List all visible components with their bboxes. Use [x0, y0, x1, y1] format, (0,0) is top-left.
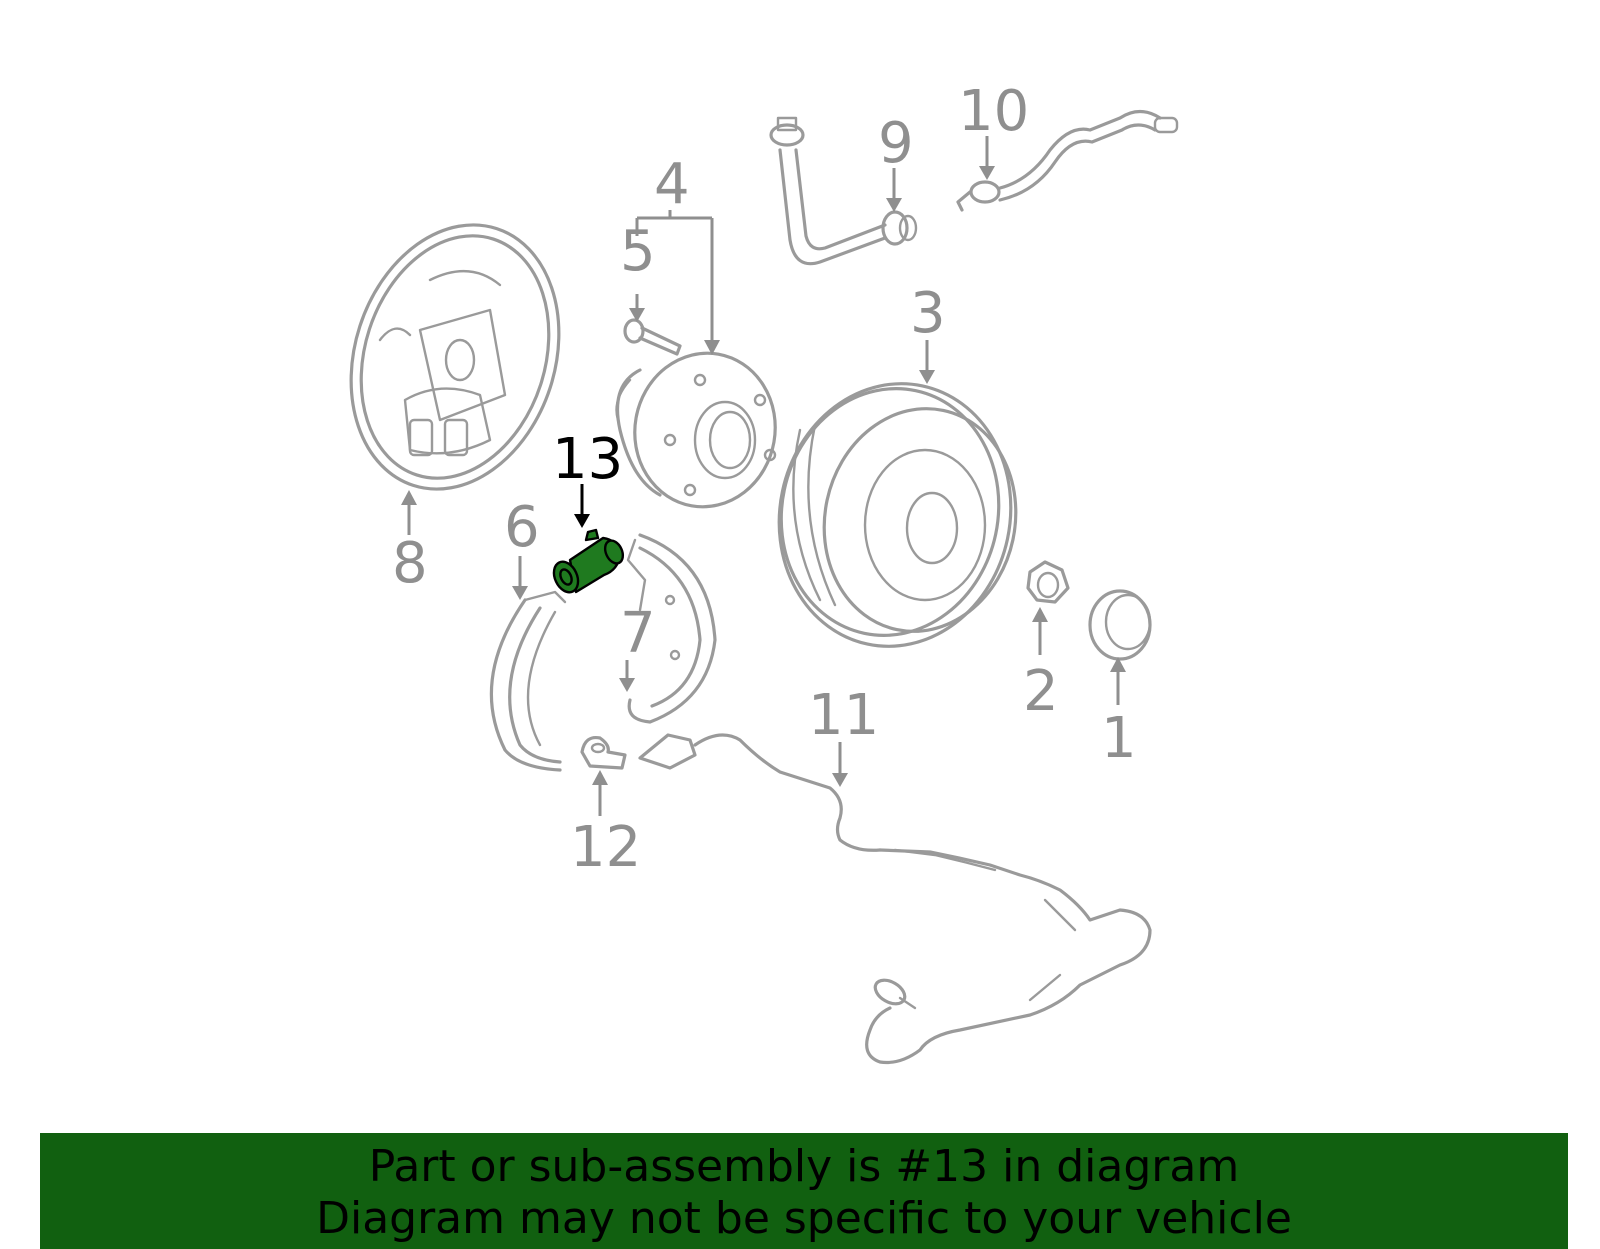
brake-shoe-part-7[interactable] — [626, 533, 717, 724]
callout-9: 9 — [878, 111, 914, 176]
callout-12: 12 — [570, 815, 641, 880]
banner-line-part-info: Part or sub-assembly is #13 in diagram — [368, 1141, 1240, 1192]
backing-plate-part-8[interactable] — [318, 198, 592, 517]
brake-hose-part-9[interactable] — [769, 116, 918, 266]
brake-line-part-10[interactable] — [956, 109, 1179, 212]
callout-10: 10 — [958, 79, 1029, 144]
abs-sensor-part-11[interactable] — [638, 733, 1152, 1065]
callout-4: 4 — [654, 152, 690, 217]
clip-part-12[interactable] — [580, 735, 627, 770]
callout-8: 8 — [392, 531, 428, 596]
brake-drum-part-3[interactable] — [755, 362, 1036, 668]
hub-part-4[interactable] — [615, 342, 788, 518]
nut-part-2[interactable] — [1026, 560, 1070, 604]
callout-2: 2 — [1023, 659, 1059, 724]
callout-13: 13 — [552, 427, 623, 492]
hub-bolt-part-5[interactable] — [623, 318, 682, 356]
callout-3: 3 — [910, 281, 946, 346]
callout-7: 7 — [620, 601, 656, 666]
callout-11: 11 — [808, 683, 879, 748]
banner-line-disclaimer: Diagram may not be specific to your vehi… — [316, 1193, 1292, 1244]
callout-1: 1 — [1101, 706, 1137, 771]
callout-6: 6 — [504, 495, 540, 560]
info-banner: Part or sub-assembly is #13 in diagram D… — [40, 1133, 1568, 1249]
wheel-cylinder-part-13[interactable] — [549, 528, 626, 596]
hub-cap-part-1[interactable] — [1088, 589, 1152, 661]
brake-shoe-part-6[interactable] — [489, 590, 567, 772]
